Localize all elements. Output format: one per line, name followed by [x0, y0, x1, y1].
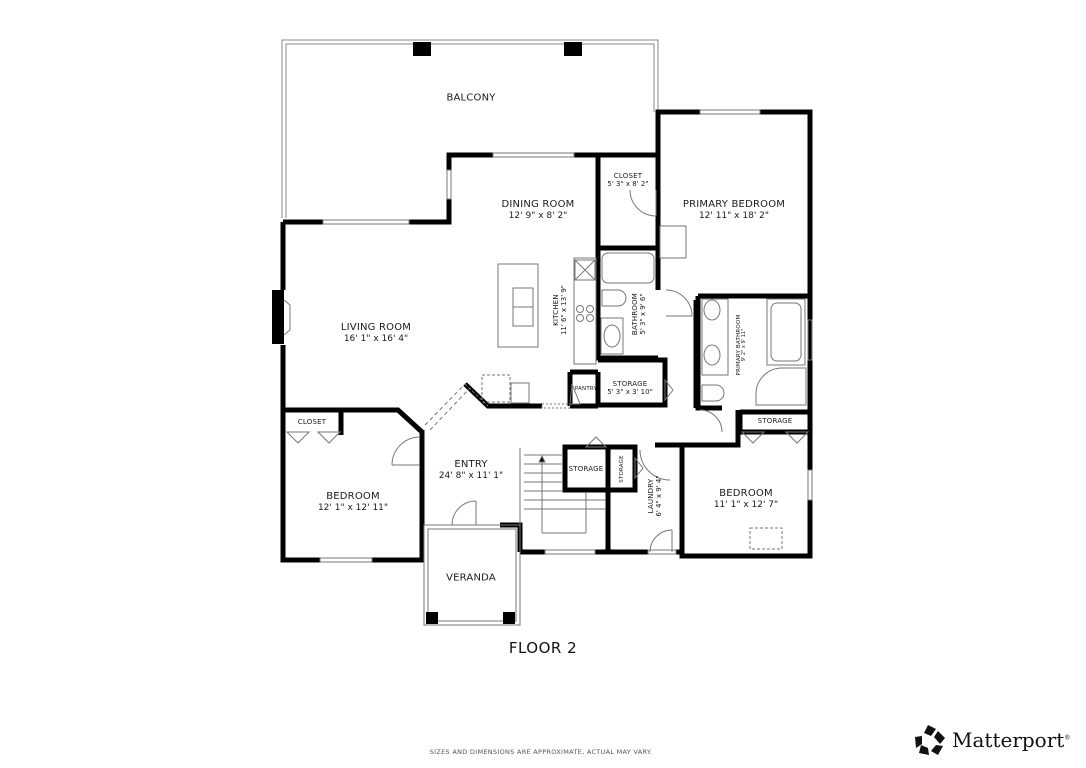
room-name: ENTRY	[454, 459, 488, 471]
room-name: KITCHEN	[551, 294, 560, 326]
fixtures	[272, 225, 810, 550]
balcony-post	[413, 42, 431, 56]
brand-name-text: Matterport	[952, 728, 1065, 752]
room-dimensions: 5' 3" x 8' 2"	[607, 180, 649, 188]
room-dimensions: 12' 9" x 8' 2"	[508, 210, 568, 221]
room-name: VERANDA	[446, 572, 496, 584]
room-name: DINING ROOM	[501, 199, 575, 211]
room-dimensions: 16' 1" x 16' 4"	[343, 333, 409, 344]
room-dimensions: 12' 11" x 18' 2"	[698, 210, 770, 221]
room-name: BEDROOM	[719, 488, 773, 500]
room-veranda: VERANDA	[446, 572, 496, 584]
room-pantry: PANTRY	[575, 386, 597, 392]
matterport-brand: Matterport®	[914, 724, 1070, 756]
balcony-post	[564, 42, 582, 56]
room-name: BALCONY	[446, 92, 496, 104]
room-dimensions: 12' 1" x 12' 11"	[317, 502, 389, 513]
room-name: STORAGE	[757, 416, 793, 425]
room-dimensions: 11' 1" x 12' 7"	[713, 499, 779, 510]
room-storage-small: STORAGE	[619, 455, 625, 483]
room-dimensions: 5' 3" x 3' 10"	[607, 388, 653, 396]
room-name: LIVING ROOM	[340, 322, 412, 334]
veranda-post	[426, 612, 438, 624]
room-name: PANTRY	[574, 385, 598, 392]
room-name: CLOSET	[613, 171, 643, 180]
room-name: BATHROOM	[630, 292, 639, 336]
room-dimensions: 24' 8" x 11' 1"	[438, 470, 504, 481]
floor-title: FLOOR 2	[508, 639, 578, 657]
room-dimensions: 5' 3" x 9' 6"	[639, 293, 647, 335]
disclaimer-text: SIZES AND DIMENSIONS ARE APPROXIMATE, AC…	[429, 748, 653, 756]
windows	[319, 109, 813, 563]
room-dimensions: 11' 6" x 13' 9"	[560, 284, 568, 336]
stairs	[519, 448, 606, 534]
room-name: BEDROOM	[326, 491, 380, 503]
room-storage-primary: STORAGE	[758, 417, 793, 425]
veranda-post	[503, 612, 515, 624]
room-name: STORAGE	[568, 464, 604, 473]
room-storage-stairs: STORAGE	[569, 465, 604, 473]
room-dimensions: 6' 4" x 9' 4"	[655, 475, 663, 517]
matterport-logo-icon	[915, 725, 945, 755]
room-name: LAUNDRY	[646, 478, 655, 514]
registered-mark: ®	[1064, 734, 1071, 742]
room-name: CLOSET	[297, 417, 327, 426]
room-name: STORAGE	[612, 379, 648, 388]
brand-name: Matterport®	[952, 728, 1070, 752]
door-swings	[391, 189, 723, 553]
room-balcony: BALCONY	[446, 92, 495, 104]
entry-veranda	[423, 524, 521, 626]
room-name: PRIMARY BEDROOM	[682, 199, 786, 211]
room-dimensions: 9' 2" x 9' 11"	[741, 328, 748, 362]
exterior-walls	[280, 109, 813, 563]
room-closet-bedroom: CLOSET	[298, 418, 326, 426]
balcony-outline	[281, 39, 659, 218]
room-name: STORAGE	[618, 455, 625, 483]
